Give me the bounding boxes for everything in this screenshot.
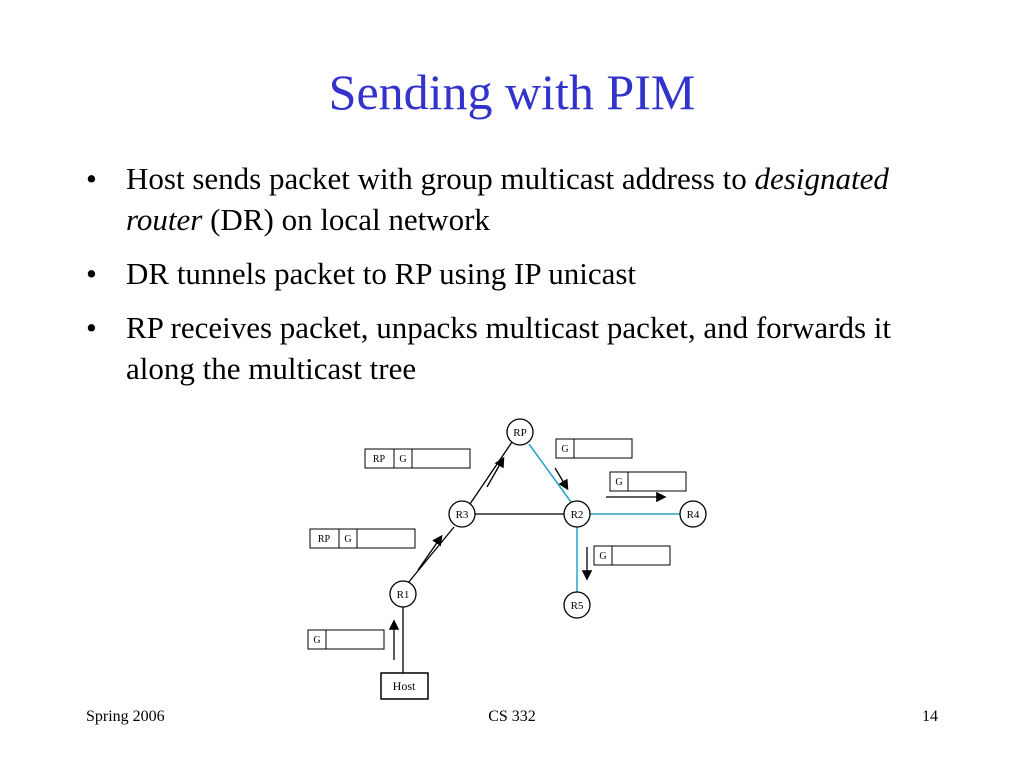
bullet-item: RP receives packet, unpacks multicast pa… (86, 307, 946, 389)
router-r2: R2 (563, 500, 591, 528)
arrow-rp-to-r2 (554, 467, 569, 491)
link-r3-rp (469, 441, 513, 505)
bullet-text: Host sends packet with group multicast a… (126, 161, 755, 196)
packet-field-group: G (599, 551, 606, 562)
packet-multicast-r2-r4: G (609, 471, 687, 492)
bullet-list: Host sends packet with group multicast a… (86, 158, 946, 402)
slide-title: Sending with PIM (328, 64, 696, 120)
bullet-text: RP receives packet, unpacks multicast pa… (126, 310, 891, 386)
router-r3: R3 (448, 500, 476, 528)
router-rp: RP (506, 418, 534, 446)
host-label: Host (393, 679, 416, 693)
packet-field-group: G (399, 454, 406, 465)
footer-page-number: 14 (922, 708, 938, 725)
host-node: Host (380, 672, 429, 700)
packet-multicast-host: G (307, 629, 385, 650)
link-rp-r2 (528, 443, 572, 503)
link-r1-r3 (407, 526, 455, 584)
router-r4: R4 (679, 500, 707, 528)
bullet-item: Host sends packet with group multicast a… (86, 158, 946, 240)
packet-multicast-r2-r5: G (593, 545, 671, 566)
packet-field-rp: RP (318, 534, 331, 545)
bullet-item: DR tunnels packet to RP using IP unicast (86, 253, 946, 294)
pim-network-diagram: RP R3 R2 R4 R1 R5 Host RP G RP G (307, 418, 707, 700)
bullet-text: (DR) on local network (202, 202, 490, 237)
router-label: R2 (571, 509, 584, 521)
router-label: RP (513, 427, 526, 439)
router-r5: R5 (563, 591, 591, 619)
router-label: R4 (687, 509, 700, 521)
packet-field-rp: RP (373, 454, 386, 465)
packet-encapsulated-upper: RP G (364, 448, 471, 469)
bullet-text: DR tunnels packet to RP using IP unicast (126, 256, 637, 291)
packet-field-group: G (615, 477, 622, 488)
packet-encapsulated-lower: RP G (309, 528, 416, 549)
arrow-r3-to-rp (486, 456, 505, 488)
packet-field-group: G (344, 534, 351, 545)
router-label: R3 (456, 509, 469, 521)
router-label: R1 (397, 589, 410, 601)
router-label: R5 (571, 600, 584, 612)
arrow-r1-to-r3 (417, 534, 443, 571)
packet-field-group: G (313, 635, 320, 646)
router-r1: R1 (389, 580, 417, 608)
footer-date: Spring 2006 (86, 708, 165, 725)
bullet-text-italic: designated router (126, 161, 889, 237)
packet-multicast-rp-r2: G (555, 438, 633, 459)
footer-course: CS 332 (488, 708, 536, 725)
packet-field-group: G (561, 444, 568, 455)
